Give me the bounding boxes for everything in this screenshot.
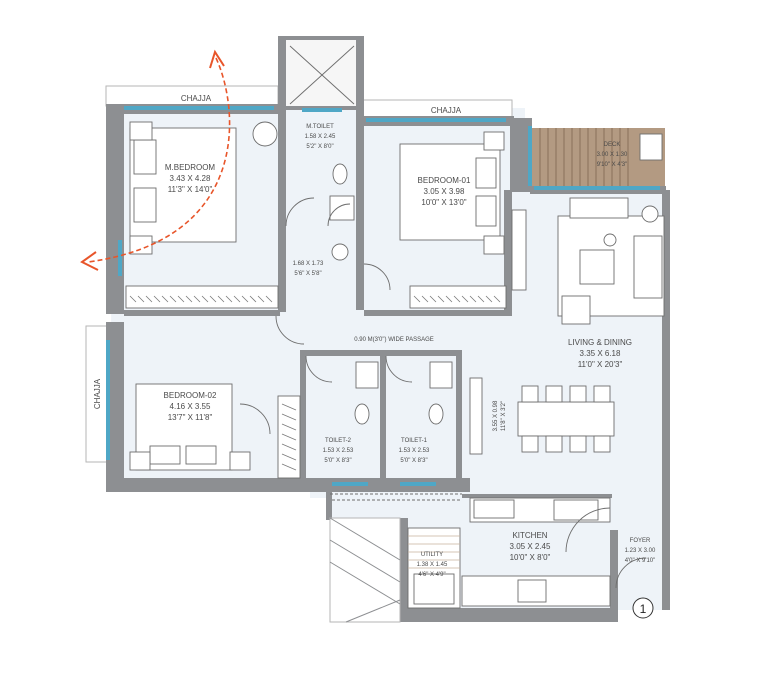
m-toilet-name: M.TOILET <box>306 124 334 130</box>
floor-area <box>110 36 668 620</box>
foyer-metric: 1.23 X 3.00 <box>625 548 656 554</box>
bedroom01-name: BEDROOM-01 <box>418 176 471 185</box>
beds <box>129 121 505 471</box>
m-bedroom-name: M.BEDROOM <box>165 163 216 172</box>
m-toilet-metric: 1.58 X 2.45 <box>305 134 336 140</box>
passage-label: 0.90 M(3'0") WIDE PASSAGE <box>354 337 434 343</box>
toilet-fixtures <box>329 163 453 425</box>
m-bedroom-imperial: 11'3" X 14'0" <box>168 185 213 194</box>
escape-path-arrow <box>80 49 231 271</box>
toilet1-name: TOILET-1 <box>401 438 428 444</box>
living-furniture <box>469 197 665 455</box>
side-metric: 3.55 X 0.98 <box>493 400 499 431</box>
bedroom02-imperial: 13'7" X 11'8" <box>168 413 213 422</box>
unit-number-circle <box>632 597 654 619</box>
utility-name: UTILITY <box>421 552 443 558</box>
unit-number: 1 <box>640 602 647 616</box>
deck-metric: 3.00 X 1.30 <box>597 152 628 158</box>
toilet1-imperial: 5'0" X 8'3" <box>400 458 427 464</box>
kitchen-metric: 3.05 X 2.45 <box>510 542 551 551</box>
living-metric: 3.35 X 6.18 <box>580 349 621 358</box>
deck-imperial: 9'10" X 4'3" <box>597 162 628 168</box>
chajja-label-top-left: CHAJJA <box>181 94 212 103</box>
bedroom01-imperial: 10'0" X 13'0" <box>421 198 466 207</box>
foyer-imperial: 4'0" X 9'10" <box>625 558 656 564</box>
toilet2-imperial: 5'0" X 8'3" <box>324 458 351 464</box>
side-imperial: 11'8" X 3'2" <box>501 401 507 431</box>
windows <box>106 106 660 486</box>
dress-imperial: 5'6" X 5'8" <box>294 271 321 277</box>
m-bedroom-metric: 3.43 X 4.28 <box>170 174 211 183</box>
dress-metric: 1.68 X 1.73 <box>293 261 324 267</box>
m-toilet-imperial: 5'2" X 8'0" <box>306 144 333 150</box>
kitchen-name: KITCHEN <box>512 531 547 540</box>
bedroom01-metric: 3.05 X 3.98 <box>424 187 465 196</box>
utility-metric: 1.38 X 1.45 <box>417 562 448 568</box>
deck-name: DECK <box>604 142 621 148</box>
utility-imperial: 4'6" X 4'9" <box>418 572 445 578</box>
living-name: LIVING & DINING <box>568 338 632 347</box>
service-shaft <box>329 517 401 623</box>
bedroom02-name: BEDROOM-02 <box>164 391 217 400</box>
toilet2-name: TOILET-2 <box>325 438 352 444</box>
chajja-label-top-right: CHAJJA <box>431 106 462 115</box>
doors <box>239 197 647 589</box>
toilet1-metric: 1.53 X 2.53 <box>399 448 430 454</box>
living-imperial: 11'0" X 20'3" <box>578 360 623 369</box>
chajja-label-left: CHAJJA <box>93 378 102 409</box>
kitchen-imperial: 10'0" X 8'0" <box>510 553 551 562</box>
wardrobes <box>125 285 507 479</box>
deck-area <box>531 128 665 188</box>
toilet2-metric: 1.53 X 2.53 <box>323 448 354 454</box>
kitchen-counters <box>407 497 611 609</box>
bedroom02-metric: 4.16 X 3.55 <box>170 402 211 411</box>
room-labels: CHAJJA CHAJJA CHAJJA M.BEDROOM 3.43 X 4.… <box>93 94 656 619</box>
foyer-name: FOYER <box>630 538 651 544</box>
